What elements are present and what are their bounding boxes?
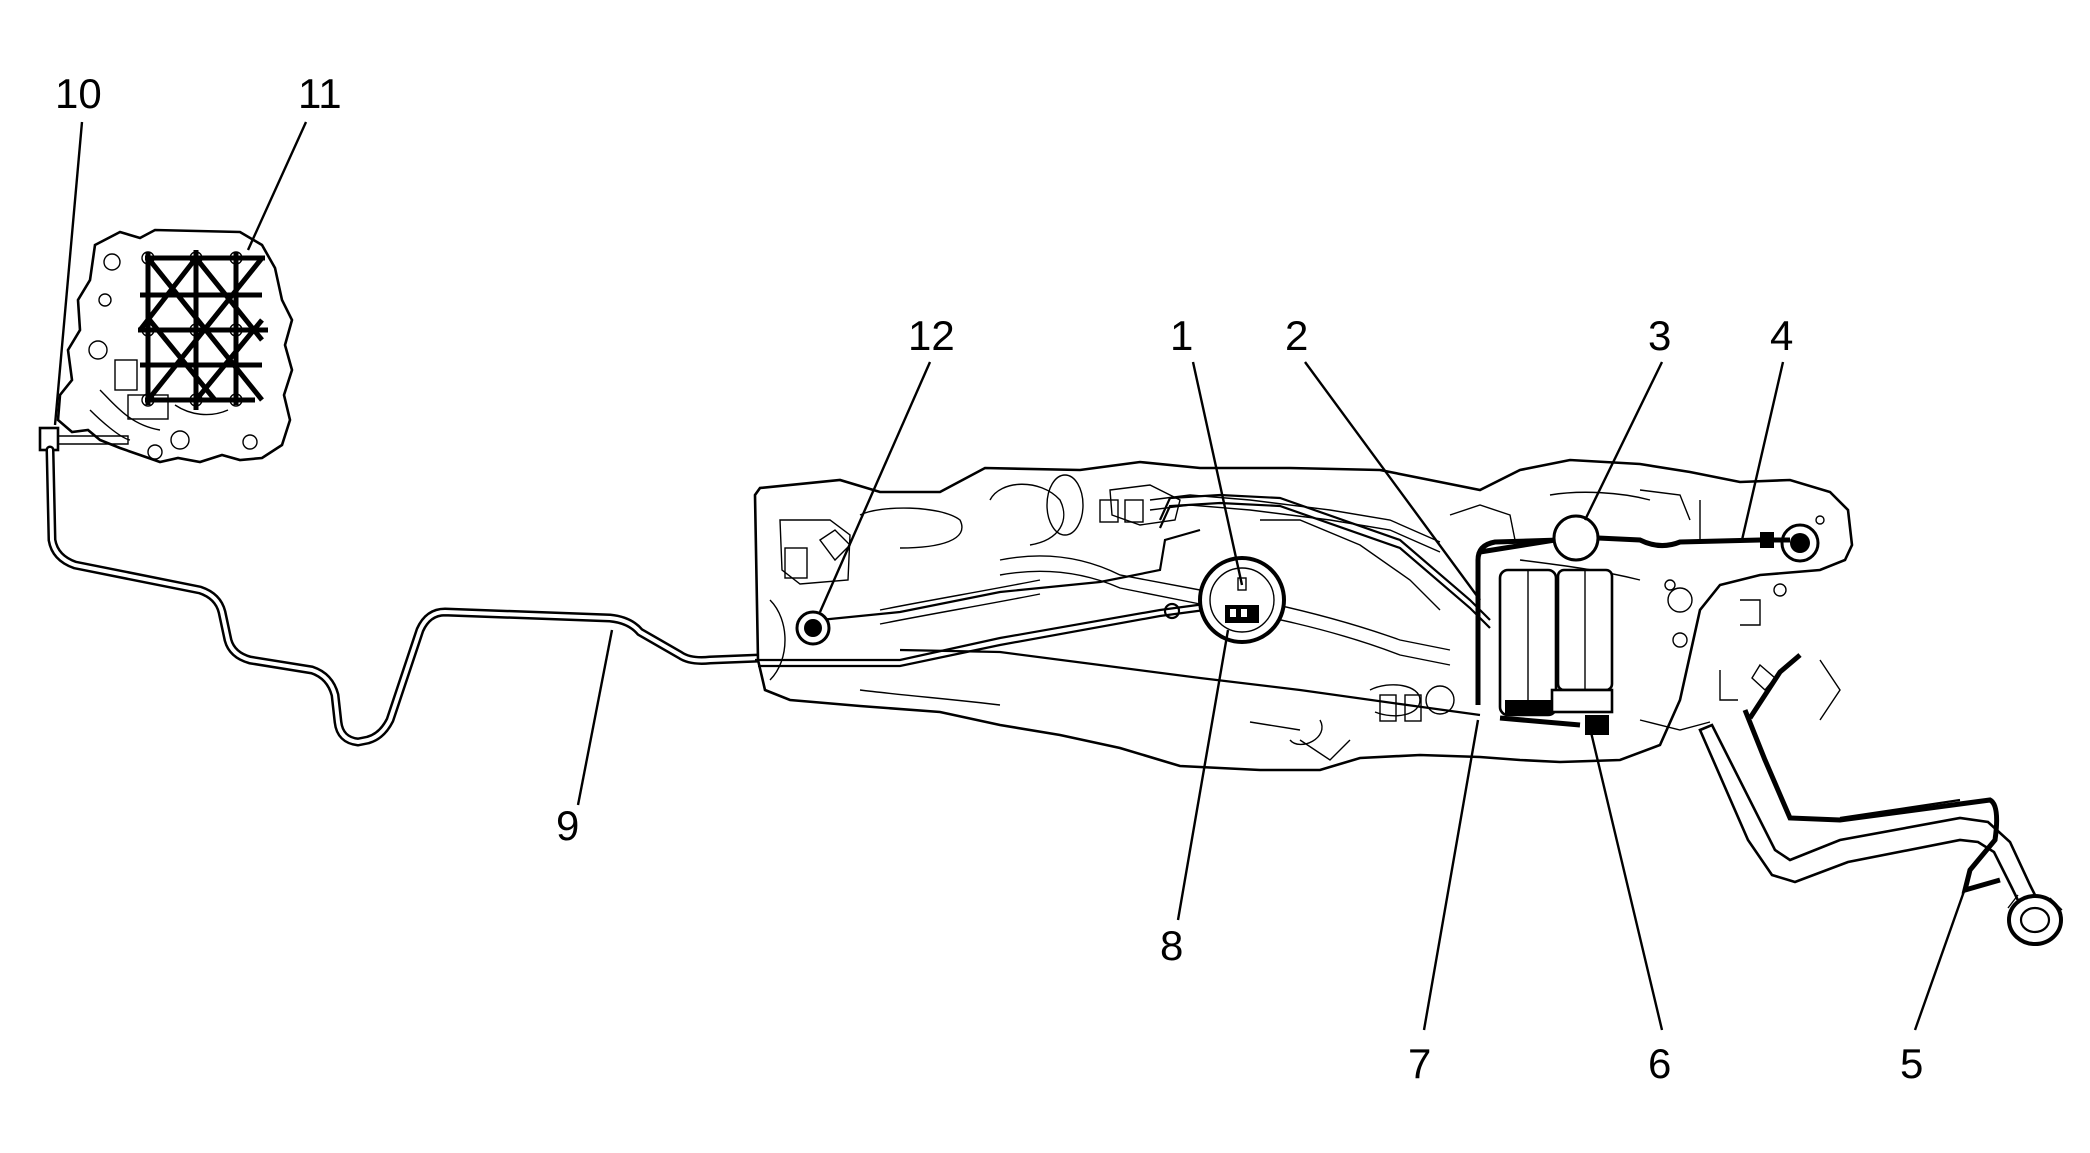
vent-hose — [1597, 532, 1790, 548]
callout-10: 10 — [55, 70, 102, 117]
callout-8: 8 — [1160, 922, 1183, 969]
leader-10 — [53, 121, 84, 426]
tank-grommet-left — [795, 610, 831, 646]
callout-12: 12 — [908, 312, 955, 359]
callout-3: 3 — [1648, 312, 1671, 359]
callout-5: 5 — [1900, 1040, 1923, 1087]
fuel-pump-module — [1163, 556, 1286, 644]
callout-6: 6 — [1648, 1040, 1671, 1087]
fuel-feed-pipe — [45, 445, 765, 747]
fuel-filler-pipe — [1698, 653, 2063, 946]
callout-labels: 1 2 3 4 5 6 7 8 9 10 11 12 — [55, 70, 1923, 1087]
leader-7 — [1422, 719, 1480, 1031]
callout-2: 2 — [1285, 312, 1308, 359]
leader-3 — [1583, 361, 1664, 521]
tank-grommet-right — [1780, 523, 1820, 563]
leader-12 — [818, 361, 932, 613]
leader-1 — [1191, 361, 1244, 586]
leader-6 — [1588, 727, 1664, 1031]
engine-intake-manifold — [38, 228, 294, 464]
tank-fuel-lines — [755, 493, 1491, 717]
callout-11: 11 — [298, 70, 342, 117]
leader-11 — [246, 121, 308, 251]
leader-9 — [576, 629, 614, 806]
leader-2 — [1304, 361, 1481, 601]
leader-lines — [53, 121, 1970, 1031]
callout-9: 9 — [556, 802, 579, 849]
leader-8 — [1176, 629, 1230, 921]
callout-7: 7 — [1408, 1040, 1431, 1087]
callout-4: 4 — [1770, 312, 1793, 359]
leader-4 — [1740, 361, 1785, 541]
callout-1: 1 — [1170, 312, 1193, 359]
leader-5 — [1913, 879, 1970, 1031]
